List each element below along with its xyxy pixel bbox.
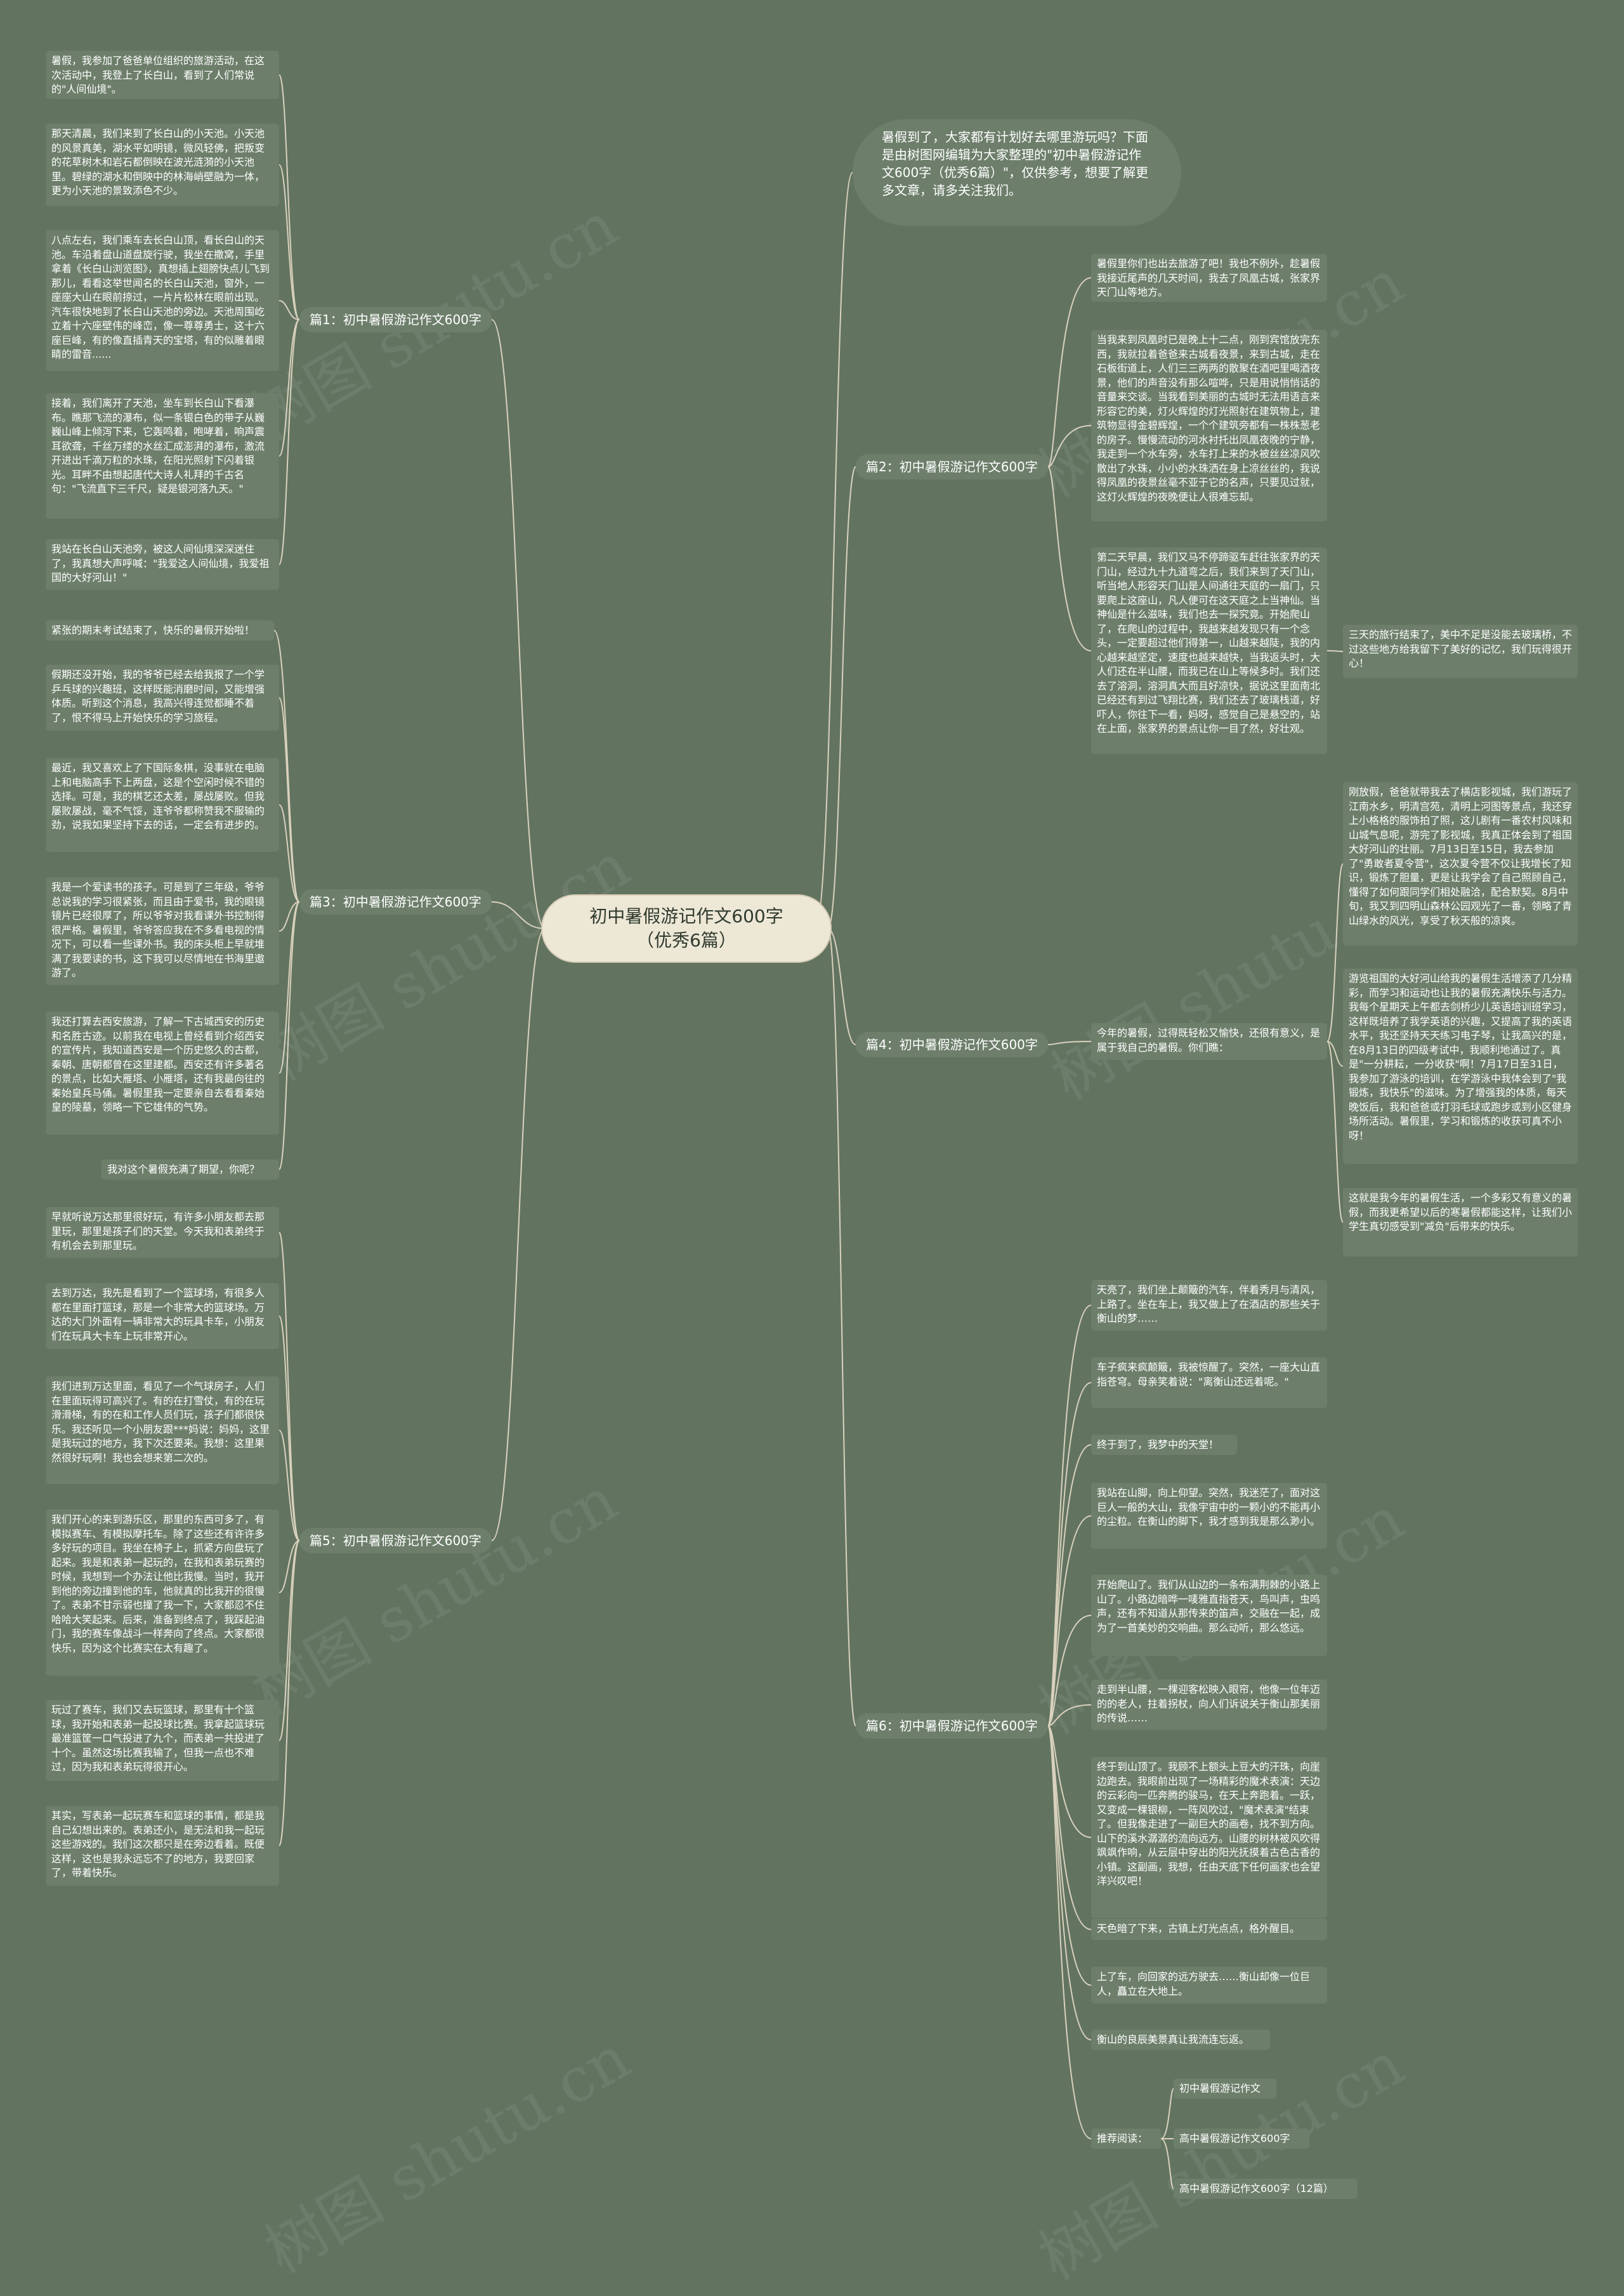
leaf-b4-2[interactable]: 这就是我今年的暑假生活，一个多彩又有意义的暑假，而我更希望以后的寒暑假都能这样，…	[1343, 1188, 1578, 1256]
leaf-b5-3[interactable]: 我们开心的来到游乐区，那里的东西可多了，有模拟赛车、有模拟摩托车。除了这些还有许…	[46, 1510, 279, 1676]
leaf-b2-2[interactable]: 第二天早晨，我们又马不停蹄驱车赶往张家界的天门山，经过九十九道弯之后，我们来到了…	[1091, 547, 1327, 754]
branch-b6[interactable]: 篇6：初中暑假游记作文600字	[856, 1713, 1048, 1738]
leaf-b6-5[interactable]: 走到半山腰，一棵迎客松映入眼帘，他像一位年迈的的老人，拄着拐杖，向人们诉说关于衡…	[1091, 1680, 1327, 1730]
connector	[1047, 1515, 1092, 1726]
connector	[278, 901, 300, 1074]
connector	[1160, 2138, 1174, 2189]
leaf-b4-0[interactable]: 刚放假，爸爸就带我去了横店影视城，我们游玩了江南水乡，明清宫苑，清明上河图等景点…	[1343, 782, 1578, 946]
branch-b5[interactable]: 篇5：初中暑假游记作文600字	[299, 1528, 492, 1553]
leaf-b6-1[interactable]: 车子疯来疯颠簸，我被惊醒了。突然，一座大山直指苍穹。母亲笑着说："离衡山还远着呢…	[1091, 1357, 1327, 1408]
intro-node[interactable]: 暑假到了，大家都有计划好去哪里游玩吗？下面是由树图网编辑为大家整理的"初中暑假游…	[853, 119, 1181, 226]
connector	[1047, 425, 1092, 467]
connector	[1326, 1041, 1344, 1067]
leaf-b6-8[interactable]: 上了车，向回家的远方驶去……衡山却像一位巨人，矗立在大地上。	[1091, 1967, 1327, 2004]
leaf-b3-1[interactable]: 假期还没开始，我的爷爷已经去给我报了一个学乒乓球的兴趣班，这样既能消磨时间，又能…	[46, 665, 279, 731]
branch-b3[interactable]: 篇3：初中暑假游记作文600字	[299, 889, 492, 915]
connector	[827, 928, 856, 1045]
connector	[491, 928, 546, 1541]
connector	[491, 319, 546, 929]
leaf-b6-4[interactable]: 开始爬山了。我们从山边的一条布满荆棘的小路上山了。小路边暗哗一唛雅直指苍天，鸟叫…	[1091, 1575, 1327, 1656]
mind-map: 树图 shutu.cn 树图 shutu.cn 树图 shutu.cn 树图 s…	[46, 51, 1578, 2293]
leaf-b3-2[interactable]: 最近，我又喜欢上了下国际象棋，没事就在电脑上和电脑高手下上两盘，这是个空闲时候不…	[46, 758, 279, 852]
connector	[278, 1540, 300, 1741]
connector	[827, 466, 856, 929]
leaf-b1-1[interactable]: 那天清晨，我们来到了长白山的小天池。小天池的风景真美，湖水平如明镜，微风轻佛，把…	[46, 124, 279, 206]
connector	[278, 901, 300, 1170]
leaf-b1-3[interactable]: 接着，我们离开了天池，坐车到长白山下看瀑布。瞧那飞流的瀑布，似一条银白色的带子从…	[46, 393, 279, 519]
connector	[1047, 1704, 1092, 1726]
leaf-b1-4[interactable]: 我站在长白山天池旁，被这人间仙境深深迷住了，我真想大声呼喊："我爱这人间仙境，我…	[46, 539, 279, 590]
recommend-item[interactable]: 高中暑假游记作文600字（12篇）	[1174, 2179, 1358, 2199]
leaf-b5-4[interactable]: 玩过了赛车，我们又去玩篮球，那里有十个篮球，我开始和表弟一起投球比赛。我拿起篮球…	[46, 1700, 279, 1781]
leaf-b6-9[interactable]: 衡山的良辰美景真让我流连忘返。	[1091, 2030, 1270, 2050]
connector	[1047, 466, 1092, 651]
root-title-line1: 初中暑假游记作文600字	[589, 906, 783, 927]
recommend-label: 推荐阅读：	[1091, 2129, 1161, 2149]
root-title-line2: （优秀6篇）	[636, 930, 737, 951]
leaf-b6-6[interactable]: 终于到山顶了。我顾不上额头上豆大的汗珠，向崖边跑去。我眼前出现了一场精彩的魔术表…	[1091, 1757, 1327, 1918]
connector	[278, 74, 300, 320]
connector	[1047, 1041, 1092, 1045]
connector	[1047, 1615, 1092, 1726]
connector	[1326, 863, 1344, 1042]
connector	[1326, 1041, 1344, 1223]
connector	[278, 901, 300, 932]
leaf-b2-0[interactable]: 暑假里你们也出去旅游了吧！我也不例外，趁暑假我接近尾声的几天时间，我去了凤凰古城…	[1091, 254, 1327, 302]
leaf-b5-2[interactable]: 我们进到万达里面，看见了一个气球房子，人们在里面玩得可高兴了。有的在打雪仗，有的…	[46, 1376, 279, 1484]
leaf-b1-2[interactable]: 八点左右，我们乘车去长白山顶，看长白山的天池。车沿着盘山道盘旋行驶，我坐在撒窝，…	[46, 230, 279, 371]
connector	[278, 1540, 300, 1846]
connector	[278, 300, 300, 320]
recommend-item[interactable]: 高中暑假游记作文600字	[1174, 2129, 1309, 2149]
leaf-b6-7[interactable]: 天色暗了下来，古镇上灯光点点，格外醒目。	[1091, 1919, 1327, 1940]
branch-b1[interactable]: 篇1：初中暑假游记作文600字	[299, 307, 492, 332]
leaf-b6-0[interactable]: 天亮了，我们坐上颠簸的汽车，伴着秀月与清风，上路了。坐在车上，我又做上了在酒店的…	[1091, 1280, 1327, 1331]
connector	[1047, 277, 1092, 467]
connector	[278, 1540, 300, 1593]
connector	[1047, 1725, 1092, 1838]
connector	[278, 1315, 300, 1541]
connector	[278, 1430, 300, 1541]
connector	[1160, 2088, 1174, 2139]
leaf-b4-1[interactable]: 游览祖国的大好河山给我的暑假生活增添了几分精彩，而学习和运动也让我的暑假充满快乐…	[1343, 969, 1578, 1164]
leaf-b3-0[interactable]: 紧张的期末考试结束了，快乐的暑假开始啦！	[46, 620, 274, 641]
connector	[278, 319, 300, 565]
recommend-item[interactable]: 初中暑假游记作文	[1174, 2078, 1276, 2099]
leaf-b6-3[interactable]: 我站在山脚，向上仰望。突然，我迷茫了，面对这巨人一般的大山，我像宇宙中的一颗小的…	[1091, 1483, 1327, 1549]
connector	[491, 901, 546, 929]
root-topic[interactable]: 初中暑假游记作文600字 （优秀6篇）	[541, 894, 832, 963]
connector	[278, 804, 300, 903]
connector	[278, 1232, 300, 1541]
leaf-b1-0[interactable]: 暑假，我参加了爸爸单位组织的旅游活动，在这次活动中，我登上了长白山，看到了人们常…	[46, 51, 279, 99]
leaf-b5-0[interactable]: 早就听说万达那里很好玩，有许多小朋友都去那里玩，那里是孩子们的天堂。今天我和表弟…	[46, 1207, 279, 1258]
leaf-b5-1[interactable]: 去到万达，我先是看到了一个篮球场，有很多人都在里面打篮球，那是一个非常大的篮球场…	[46, 1283, 279, 1349]
leaf-b3-5[interactable]: 我对这个暑假充满了期望，你呢？	[102, 1159, 279, 1180]
leaf-b4-mid[interactable]: 今年的暑假，过得既轻松又愉快，还很有意义，是属于我自己的暑假。你们瞧：	[1091, 1023, 1327, 1060]
connector	[827, 928, 856, 1726]
leaf-b3-4[interactable]: 我还打算去西安旅游，了解一下古城西安的历史和名胜古迹。以前我在电视上曾经看到介绍…	[46, 1012, 279, 1135]
leaf-b6-2[interactable]: 终于到了，我梦中的天堂！	[1091, 1435, 1237, 1455]
connector-lines	[273, 74, 1344, 2189]
branch-b2[interactable]: 篇2：初中暑假游记作文600字	[856, 454, 1048, 479]
leaf-b3-3[interactable]: 我是一个爱读书的孩子。可是到了三年级，爷爷总说我的学习很紧张，而且由于爱书，我的…	[46, 877, 279, 985]
connector	[278, 319, 300, 457]
connector	[278, 164, 300, 320]
branch-b4[interactable]: 篇4：初中暑假游记作文600字	[856, 1032, 1048, 1057]
leaf-b2-1[interactable]: 当我来到凤凰时已是晚上十二点，刚到宾馆放完东西，我就拉着爸爸来古城看夜景，来到古…	[1091, 330, 1327, 521]
connector	[278, 697, 300, 903]
leaf-b2-extra[interactable]: 三天的旅行结束了，美中不足是没能去玻璃桥，不过这些地方给我留下了美好的记忆，我们…	[1343, 625, 1578, 678]
connector	[815, 172, 853, 929]
connector	[1047, 1725, 1092, 2139]
connector	[1047, 1725, 1092, 1930]
leaf-b5-5[interactable]: 其实，写表弟一起玩赛车和篮球的事情，都是我自己幻想出来的。表弟还小，是无法和我一…	[46, 1806, 279, 1886]
